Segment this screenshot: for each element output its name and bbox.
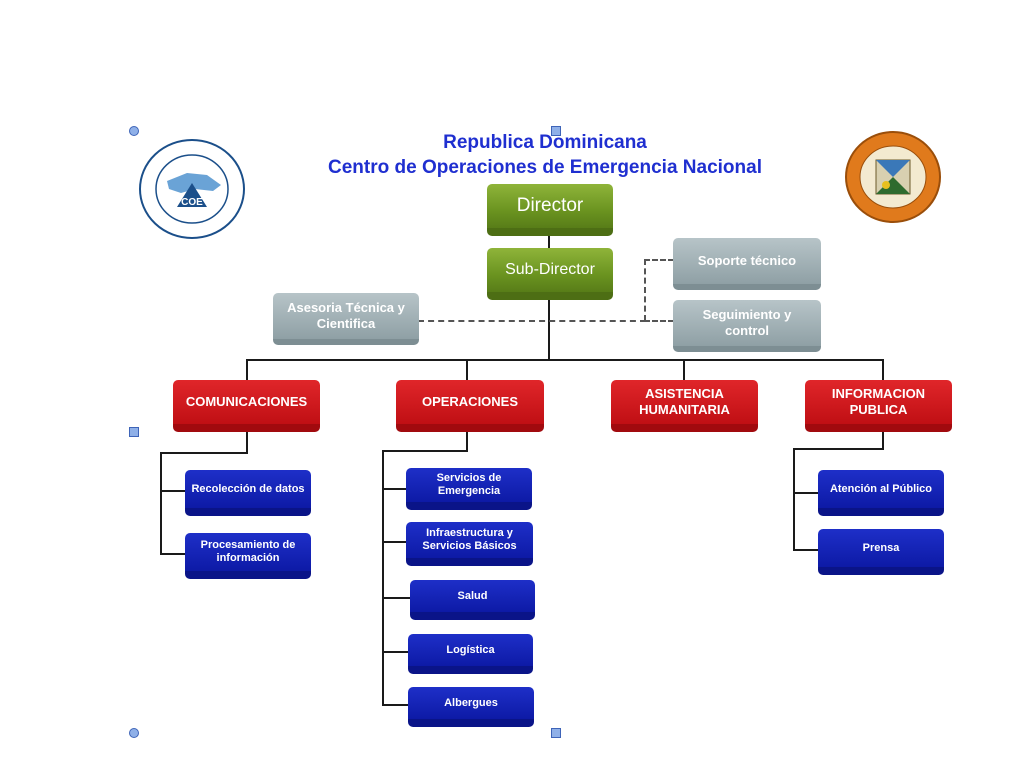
connector-prensa xyxy=(793,549,819,551)
unit-recoleccion-datos[interactable]: Recolección de datos xyxy=(185,470,311,516)
dashed-connector-staff-vertical xyxy=(644,259,646,321)
coe-logo-text: COE xyxy=(181,197,203,208)
seguimiento-box[interactable]: Seguimiento y control xyxy=(673,300,821,352)
connector-informacion-horizontal xyxy=(793,448,884,450)
connector-director-subdirector xyxy=(548,232,550,250)
unit-infraestructura-servicios[interactable]: Infraestructura y Servicios Básicos xyxy=(406,522,533,566)
unit-atencion-publico[interactable]: Atención al Público xyxy=(818,470,944,516)
connector-operaciones-horizontal xyxy=(382,450,468,452)
connector-subdirector-departments xyxy=(548,296,550,360)
connector-comunicaciones-horizontal xyxy=(160,452,248,454)
subdirector-box[interactable]: Sub-Director xyxy=(487,248,613,300)
selection-handle-bottom-center[interactable] xyxy=(551,728,561,738)
department-comunicaciones[interactable]: COMUNICACIONES xyxy=(173,380,320,432)
soporte-box[interactable]: Soporte técnico xyxy=(673,238,821,290)
connector-logistica xyxy=(382,651,410,653)
unit-prensa[interactable]: Prensa xyxy=(818,529,944,575)
dashed-connector-soporte xyxy=(644,259,674,261)
unit-salud[interactable]: Salud xyxy=(410,580,535,620)
department-informacion-publica[interactable]: INFORMACION PUBLICA xyxy=(805,380,952,432)
selection-handle-top-center[interactable] xyxy=(551,126,561,136)
connector-infraestructura xyxy=(382,541,408,543)
director-box[interactable]: Director xyxy=(487,184,613,236)
connector-salud xyxy=(382,597,412,599)
connector-atencion xyxy=(793,492,819,494)
connector-procesamiento xyxy=(160,553,186,555)
selection-handle-middle-left[interactable] xyxy=(129,427,139,437)
unit-albergues[interactable]: Albergues xyxy=(408,687,534,727)
connector-comunicaciones xyxy=(246,359,248,382)
selection-handle-bottom-left[interactable] xyxy=(129,728,139,738)
unit-servicios-emergencia[interactable]: Servicios de Emergencia xyxy=(406,468,532,510)
dashed-connector-asesoria xyxy=(418,320,646,322)
connector-informacion-spine xyxy=(793,448,795,551)
title-line-2: Centro de Operaciones de Emergencia Naci… xyxy=(328,157,762,178)
connector-departments-bus xyxy=(246,359,884,361)
coe-logo: COE xyxy=(137,137,247,241)
connector-servicios-emergencia xyxy=(382,488,408,490)
connector-asistencia xyxy=(683,359,685,382)
connector-albergues xyxy=(382,704,410,706)
connector-comunicaciones-spine xyxy=(160,452,162,555)
dashed-connector-seguimiento xyxy=(644,320,674,322)
comision-nacional-emergencia-logo xyxy=(844,130,942,224)
title-line-1: Republica Dominicana xyxy=(443,132,647,153)
asesoria-box[interactable]: Asesoria Técnica y Cientifica xyxy=(273,293,419,345)
connector-informacion-down xyxy=(882,430,884,450)
department-asistencia-humanitaria[interactable]: ASISTENCIA HUMANITARIA xyxy=(611,380,758,432)
unit-procesamiento-informacion[interactable]: Procesamiento de información xyxy=(185,533,311,579)
department-operaciones[interactable]: OPERACIONES xyxy=(396,380,544,432)
connector-operaciones xyxy=(466,359,468,382)
selection-handle-top-left[interactable] xyxy=(129,126,139,136)
connector-comunicaciones-down xyxy=(246,430,248,454)
connector-recoleccion xyxy=(160,490,186,492)
connector-operaciones-down xyxy=(466,430,468,452)
connector-informacion xyxy=(882,359,884,382)
unit-logistica[interactable]: Logística xyxy=(408,634,533,674)
connector-operaciones-spine xyxy=(382,450,384,706)
